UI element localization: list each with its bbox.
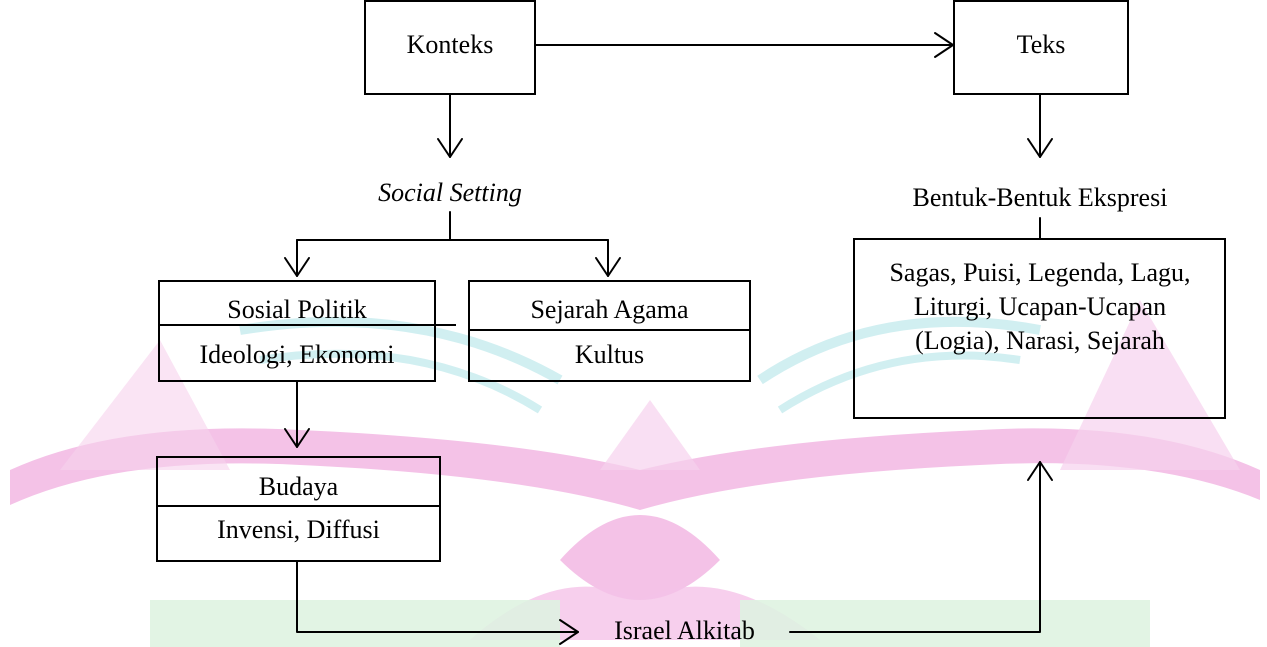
- budaya-divider: [156, 505, 441, 507]
- sosial-politik-sub: Ideologi, Ekonomi: [199, 340, 395, 369]
- teks-node: [953, 0, 1129, 95]
- konteks-label: Konteks: [406, 30, 494, 59]
- arrowhead-social: [437, 138, 463, 158]
- konteks-node: [364, 0, 536, 95]
- sosial-politik-divider: [158, 324, 456, 326]
- sejarah-agama-node: [468, 280, 751, 382]
- arrowhead-israel: [559, 619, 579, 645]
- arrowhead-budaya: [284, 428, 310, 448]
- bentuk-list-text: Sagas, Puisi, Legenda, Lagu, Liturgi, Uc…: [889, 258, 1191, 355]
- bentuk-ekspresi-label: Bentuk-Bentuk Ekspresi: [912, 183, 1168, 212]
- budaya-title: Budaya: [258, 472, 339, 501]
- social-setting-label: Social Setting: [378, 178, 522, 207]
- bentuk-list-node: [853, 238, 1226, 419]
- teks-label: Teks: [1016, 30, 1066, 59]
- edge-budaya-israel: [296, 561, 579, 633]
- arrowhead-bentuk: [1027, 138, 1053, 158]
- israel-alkitab-label: Israel Alkitab: [614, 616, 755, 645]
- sosial-politik-title: Sosial Politik: [227, 295, 367, 324]
- sejarah-agama-divider: [468, 329, 751, 331]
- sejarah-agama-sub: Kultus: [574, 340, 645, 369]
- sosial-politik-node: [158, 280, 436, 382]
- arrowhead-sosial-politik: [284, 257, 310, 277]
- arrowhead-list: [1027, 461, 1053, 481]
- edge-israel-list: [789, 461, 1041, 633]
- budaya-sub: Invensi, Diffusi: [217, 515, 380, 544]
- arrowhead-sejarah-agama: [595, 257, 621, 277]
- sejarah-agama-title: Sejarah Agama: [530, 295, 689, 324]
- budaya-node: [156, 456, 441, 562]
